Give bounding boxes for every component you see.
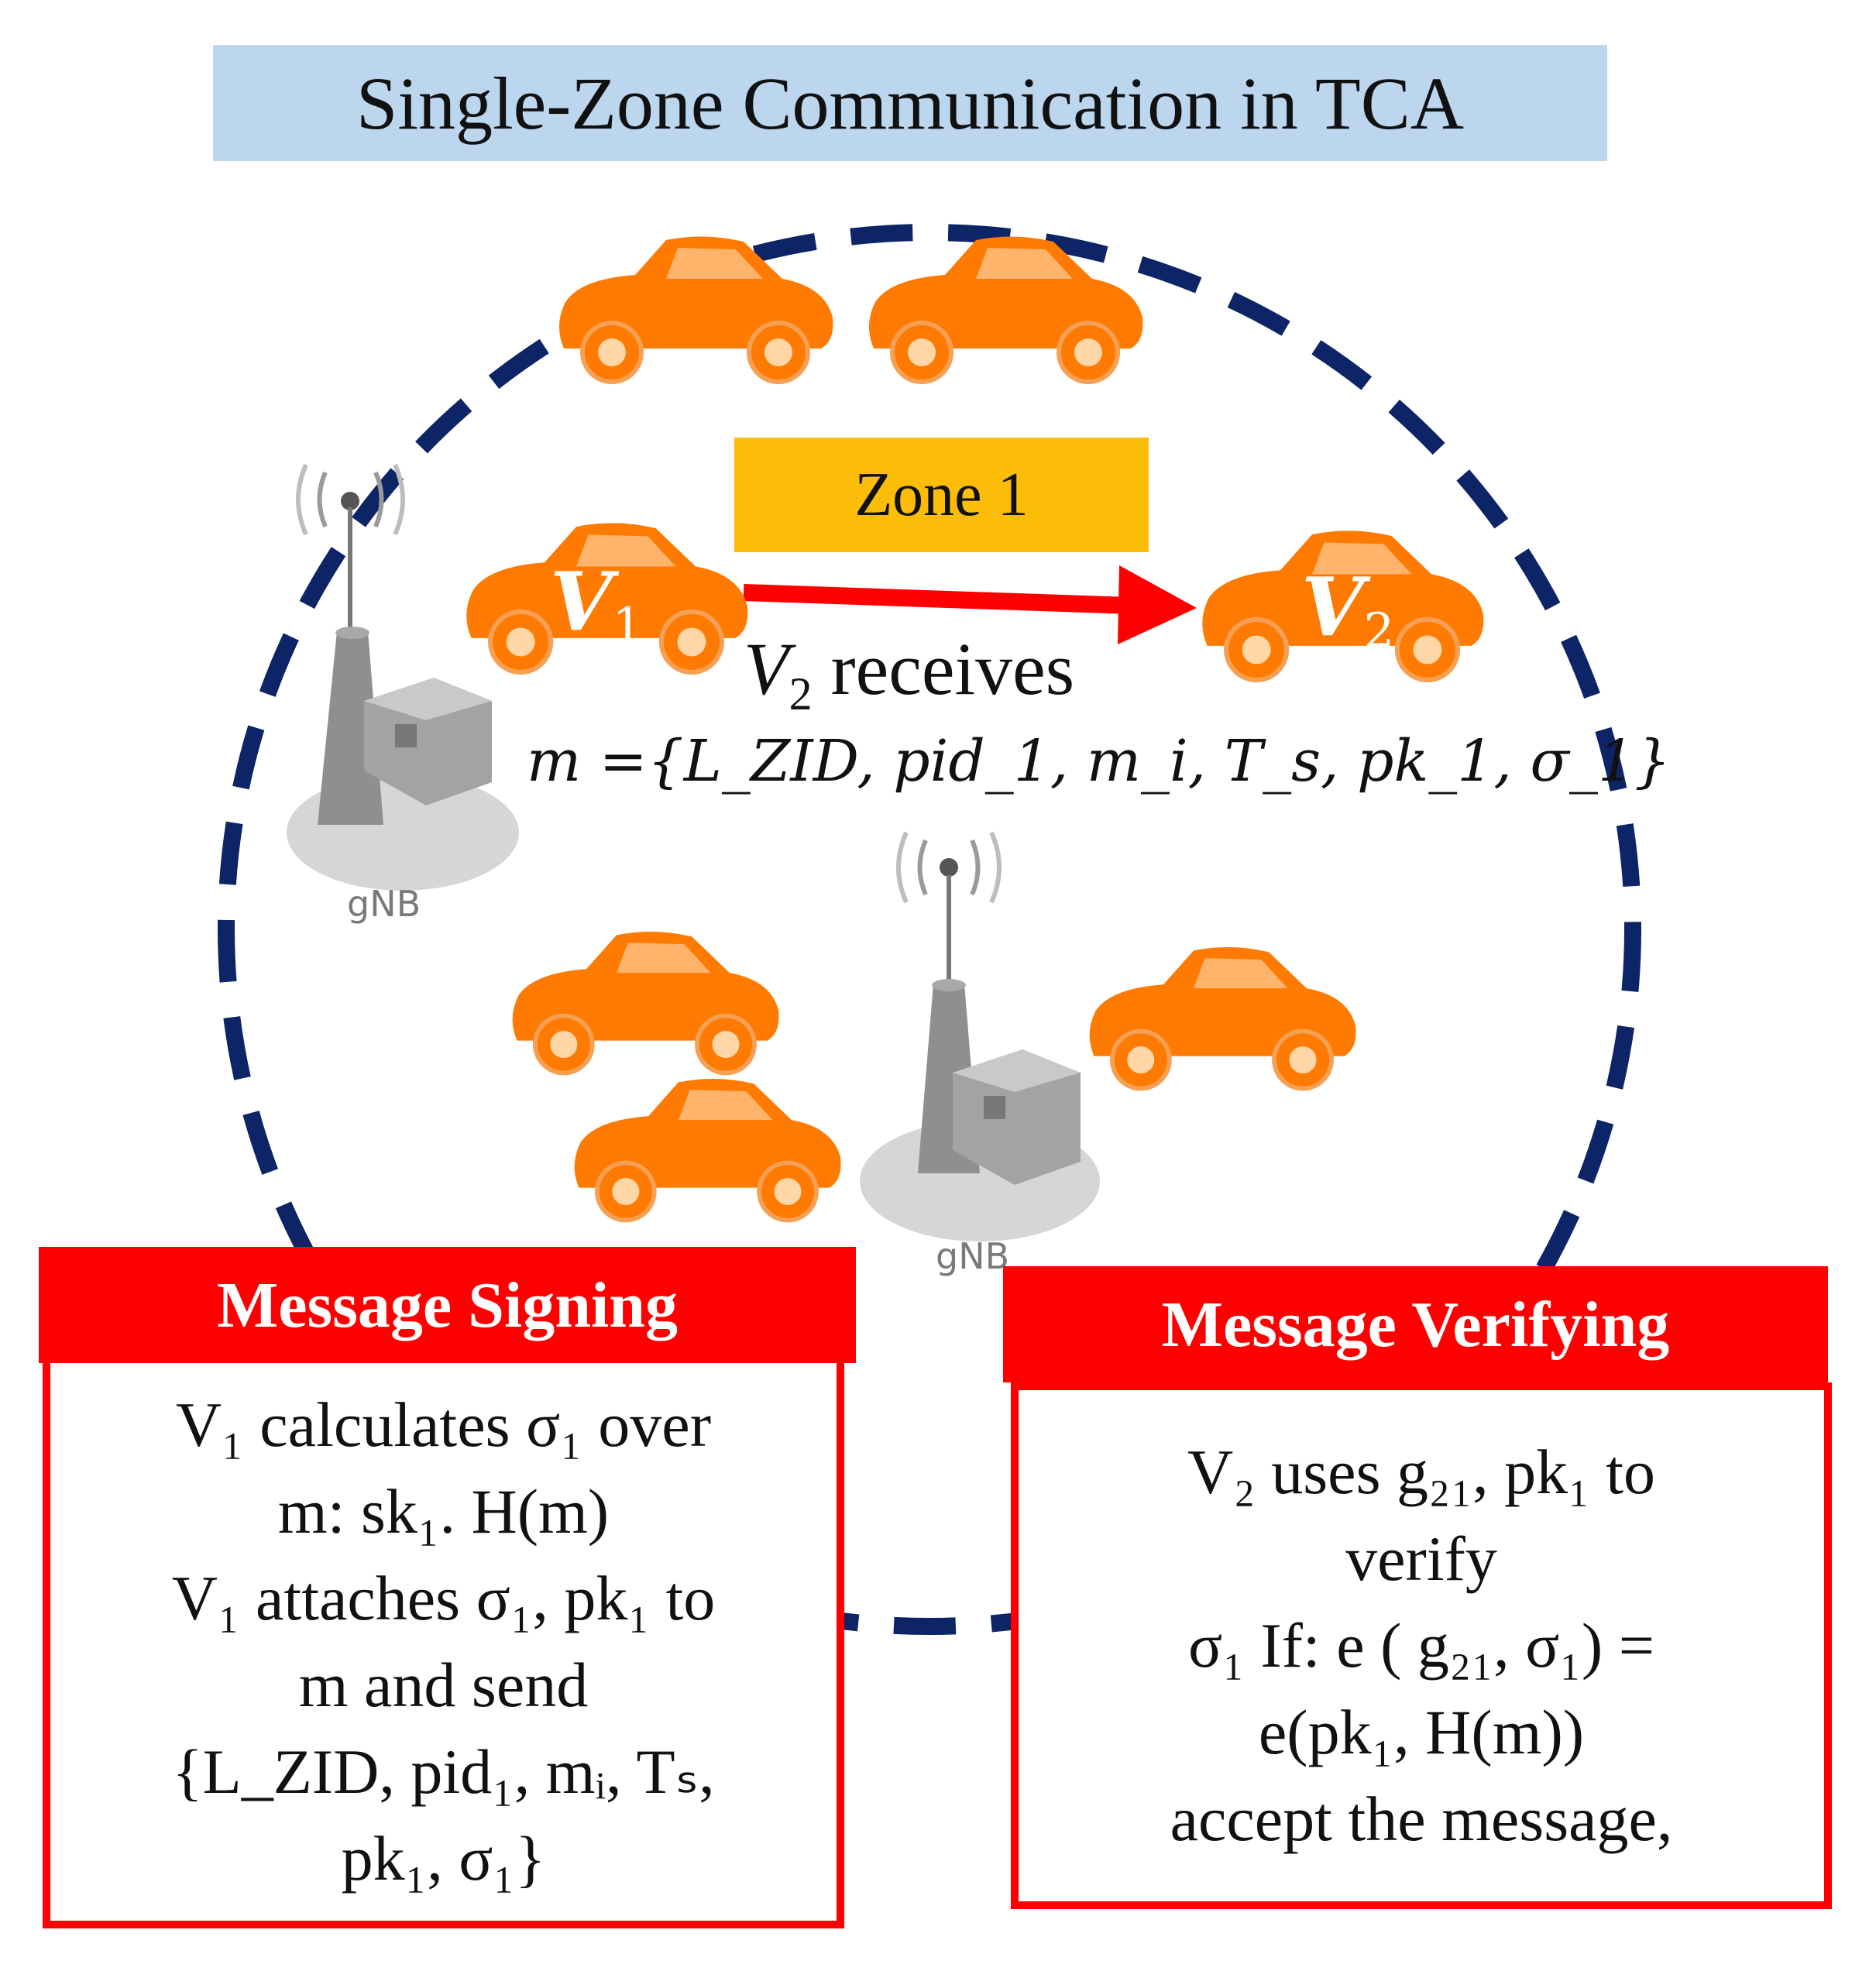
verifying-line: accept the message, (1170, 1784, 1673, 1854)
car-icon (574, 1079, 841, 1223)
diagram-title: Single-Zone Communication in TCA (213, 45, 1607, 161)
signing-line: V₁ calculates σ₁ over (175, 1389, 712, 1460)
signing-heading: Message Signing (39, 1247, 856, 1363)
gnb-label: gNB (347, 883, 421, 925)
vehicle-v2-label: V2 (1301, 559, 1395, 659)
message-formula: m ={L_ZID, pid_1, m_i, T_s, pk_1, σ_1} (527, 728, 1672, 795)
verifying-line: e(pk₁, H(m)) (1258, 1697, 1585, 1767)
gnb-tower-icon (860, 831, 1100, 1241)
gnb-tower-icon (287, 463, 519, 891)
verifying-line: σ₁ If: e ( g₂₁, σ₁) = (1188, 1610, 1654, 1681)
verifying-line: verify (1345, 1523, 1497, 1594)
signing-line: V₁ attaches σ₁, pk₁ to (171, 1563, 716, 1633)
vehicle-v2-icon (1202, 531, 1484, 683)
signing-line: m: sk₁. H(m) (277, 1476, 610, 1547)
signing-line: m and send (298, 1650, 589, 1720)
transmission-arrow (743, 565, 1197, 644)
receive-caption: V2 receives (744, 627, 1075, 720)
vehicle-v1-icon (466, 523, 748, 675)
verifying-panel: V₂ uses g₂₁, pk₁ to verify σ₁ If: e ( g₂… (1011, 1382, 1832, 1909)
car-icon (868, 236, 1143, 384)
vehicle-v1-label: V1 (550, 554, 644, 654)
gnb-label: gNB (936, 1235, 1010, 1277)
zone-label: Zone 1 (734, 438, 1149, 552)
signing-line: pk₁, σ₁} (341, 1823, 546, 1894)
signing-panel: V₁ calculates σ₁ over m: sk₁. H(m) V₁ at… (43, 1355, 844, 1928)
car-icon (1089, 947, 1356, 1091)
verifying-heading: Message Verifying (1003, 1266, 1828, 1382)
car-icon (512, 932, 779, 1076)
signing-line: {L_ZID, pid₁, mᵢ, Tₛ, (172, 1736, 715, 1807)
verifying-line: V₂ uses g₂₁, pk₁ to (1187, 1437, 1656, 1507)
car-icon (558, 236, 833, 384)
